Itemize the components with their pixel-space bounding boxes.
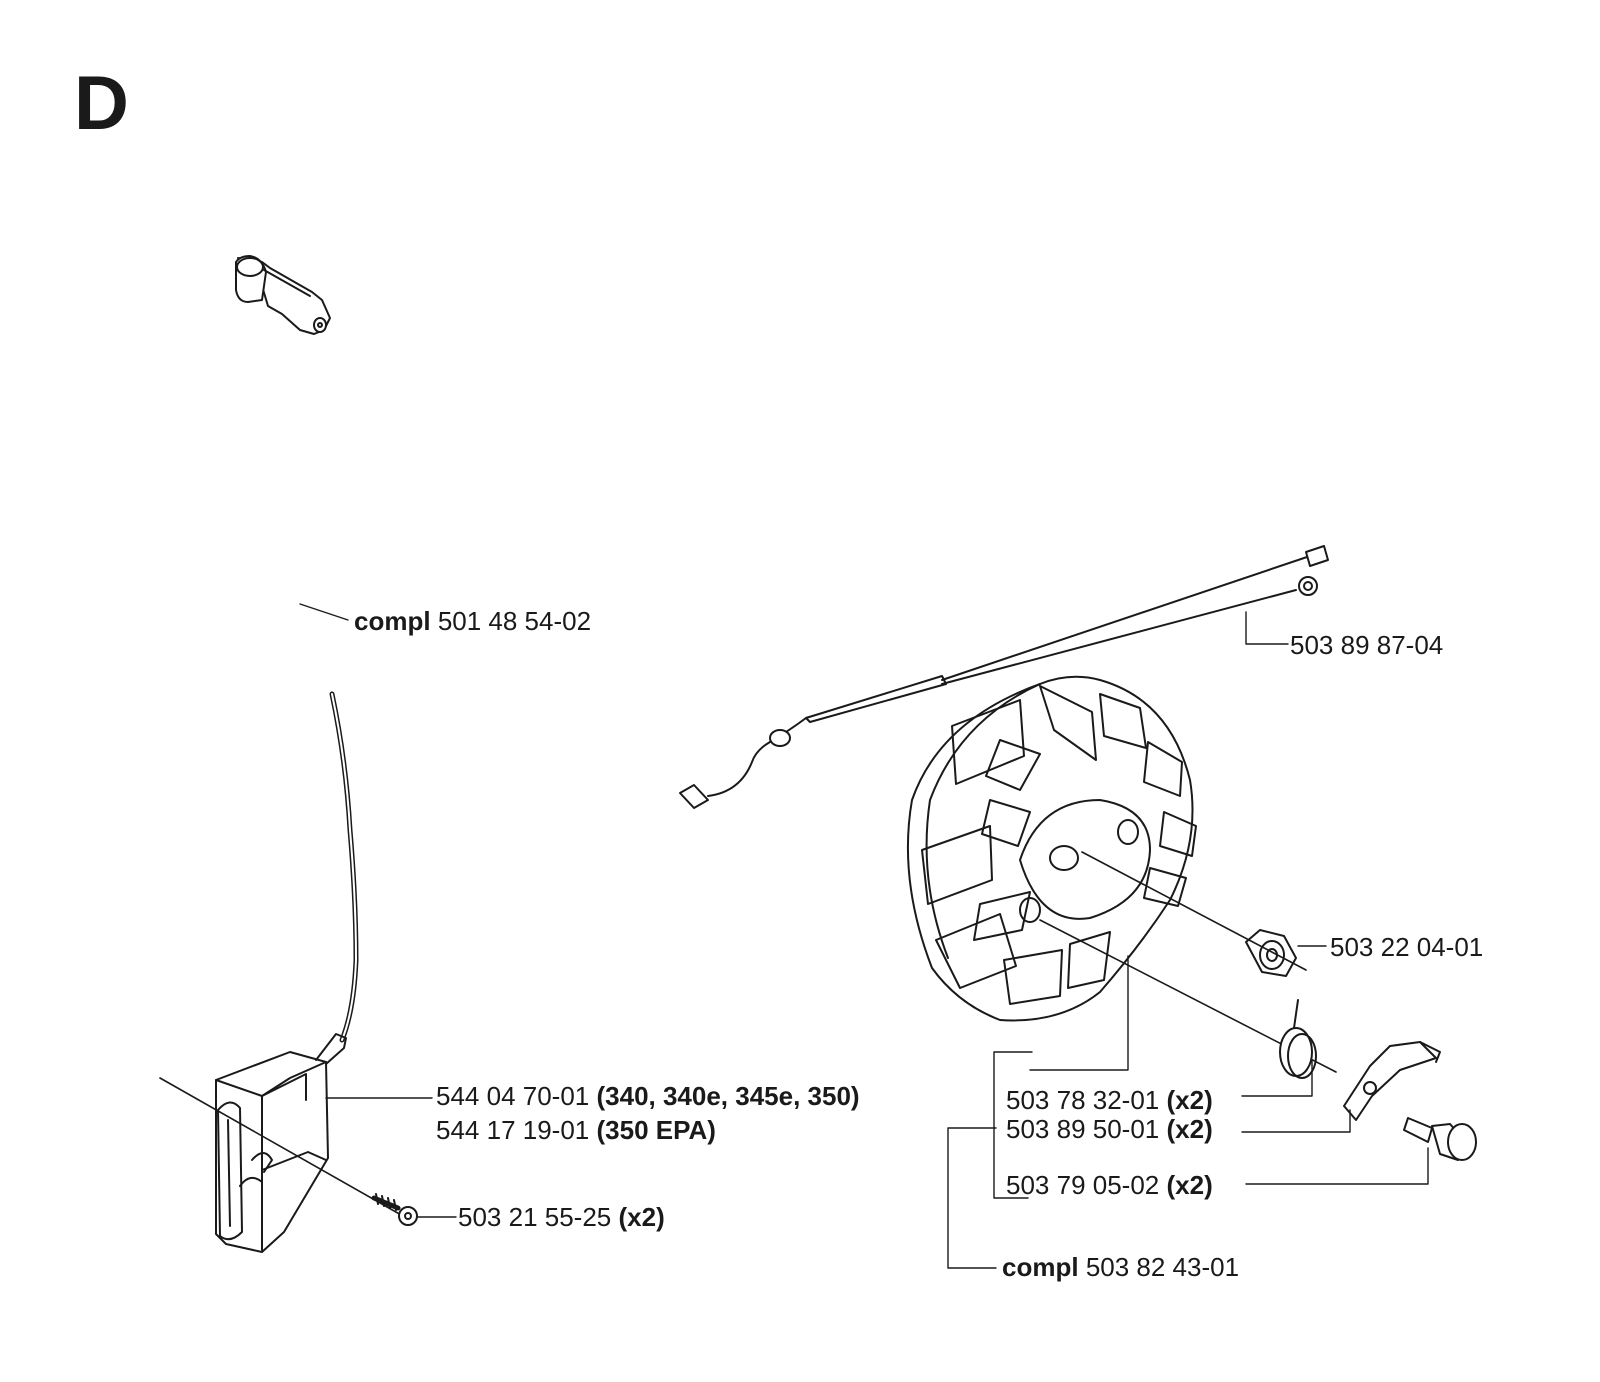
part-number: 503 78 32-01 — [1006, 1085, 1160, 1115]
quantity-note: (x2) — [618, 1202, 665, 1232]
pawl-pin — [1403, 1117, 1477, 1161]
module-screw — [371, 1193, 418, 1226]
part-number: 503 89 50-01 — [1006, 1114, 1160, 1144]
callout-prefix: compl — [354, 606, 431, 636]
flywheel-nut — [1245, 929, 1297, 977]
part-number: 503 79 05-02 — [1006, 1170, 1160, 1200]
callout-ignition-module-b: 544 17 19-01 (350 EPA) — [436, 1115, 716, 1145]
part-number: 503 21 55-25 — [458, 1202, 612, 1232]
callout-pawl-pin: 503 79 05-02 (x2) — [1006, 1170, 1213, 1200]
part-number: 544 17 19-01 — [436, 1115, 590, 1145]
callout-pawl: 503 89 50-01 (x2) — [1006, 1114, 1213, 1144]
model-note: (340, 340e, 345e, 350) — [596, 1081, 860, 1111]
quantity-note: (x2) — [1166, 1114, 1213, 1144]
starter-pawl — [1343, 1041, 1441, 1121]
part-number: 544 04 70-01 — [436, 1081, 590, 1111]
module-axis-line — [159, 1077, 411, 1221]
callout-module-screw: 503 21 55-25 (x2) — [458, 1202, 665, 1232]
callout-wire: 503 89 87-04 — [1290, 630, 1443, 660]
model-note: (350 EPA) — [596, 1115, 716, 1145]
callout-flywheel-compl: compl 503 82 43-01 — [1002, 1252, 1239, 1282]
part-number: 501 48 54-02 — [437, 606, 592, 636]
section-letter: D — [74, 61, 129, 146]
part-number: 503 82 43-01 — [1085, 1252, 1240, 1282]
callout-prefix: compl — [1002, 1252, 1079, 1282]
ignition-module — [215, 1033, 347, 1253]
crank-axis-line — [1081, 851, 1307, 971]
flywheel — [906, 675, 1197, 1022]
pawl-spring — [1279, 999, 1317, 1079]
part-number: 503 89 87-04 — [1290, 630, 1444, 660]
callout-flywheel-nut: 503 22 04-01 — [1330, 932, 1483, 962]
callout-plug-cap: compl 501 48 54-02 — [354, 606, 591, 636]
leader-lines — [299, 603, 1429, 1269]
callout-spring: 503 78 32-01 (x2) — [1006, 1085, 1213, 1115]
quantity-note: (x2) — [1166, 1085, 1213, 1115]
wire-harness — [679, 545, 1329, 809]
spark-plug-cap — [235, 255, 331, 335]
part-number: 503 22 04-01 — [1330, 932, 1484, 962]
quantity-note: (x2) — [1166, 1170, 1213, 1200]
callout-ignition-module-a: 544 04 70-01 (340, 340e, 345e, 350) — [436, 1081, 860, 1111]
